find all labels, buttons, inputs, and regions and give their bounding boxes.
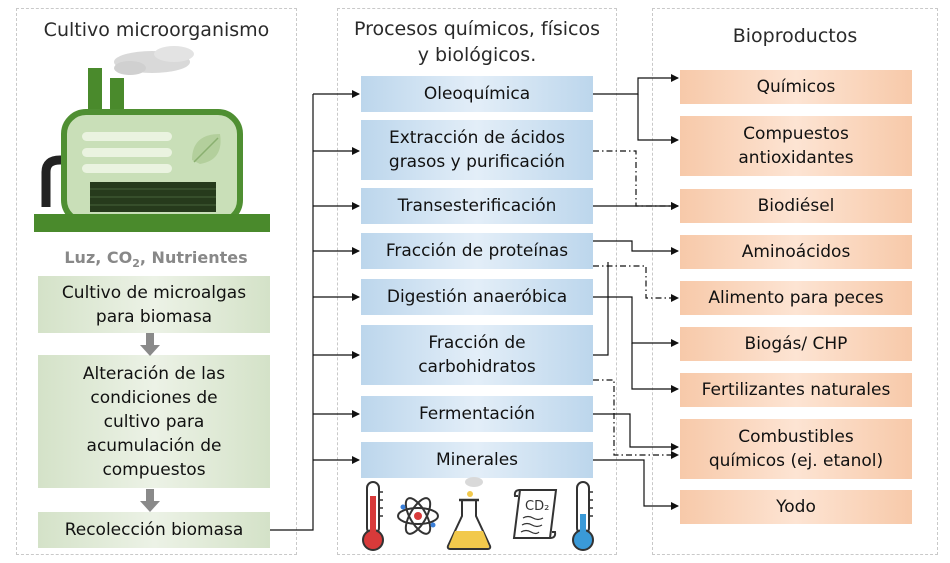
- harvest-to-processes-connector: [270, 90, 360, 531]
- product-chemicals: Químicos: [680, 70, 912, 104]
- process-text: Fermentación: [418, 404, 536, 424]
- step-text: Cultivo de microalgas: [61, 282, 247, 303]
- product-text: Yodo: [776, 497, 816, 517]
- step-text: Alteración de las: [82, 363, 226, 384]
- process-text: Fracción de proteínas: [385, 241, 569, 261]
- process-fermentation: Fermentación: [361, 396, 593, 432]
- process-fatty-acid-extraction: Extracción de ácidos grasos y purificaci…: [361, 120, 593, 180]
- process-anaerobic-digestion: Digestión anaeróbica: [361, 279, 593, 315]
- factory-icon: [34, 42, 274, 237]
- process-text: Digestión anaeróbica: [386, 287, 568, 307]
- product-iodine: Yodo: [680, 490, 912, 524]
- product-text: Biogás/ CHP: [744, 334, 848, 354]
- thermometer-cold-icon: [568, 480, 598, 554]
- inputs-light-co2: Luz, CO: [64, 248, 133, 267]
- step-text: condiciones de: [90, 387, 218, 408]
- process-protein-fraction: Fracción de proteínas: [361, 233, 593, 269]
- inputs-label: Luz, CO2, Nutrientes: [38, 248, 274, 270]
- product-text: Químicos: [756, 77, 836, 97]
- atom-icon: [396, 490, 440, 542]
- product-natural-fertilizers: Fertilizantes naturales: [680, 373, 912, 407]
- process-text: Extracción de ácidos: [388, 128, 566, 148]
- product-text: antioxidantes: [738, 148, 854, 168]
- product-text: Aminoácidos: [741, 242, 851, 262]
- product-amino-acids: Aminoácidos: [680, 235, 912, 269]
- processes-panel-title-line2: y biológicos.: [417, 44, 537, 66]
- process-text: carbohidratos: [418, 357, 536, 377]
- process-carbohydrate-fraction: Fracción de carbohidratos: [361, 325, 593, 385]
- product-text: Biodiésel: [757, 196, 835, 216]
- product-text: Fertilizantes naturales: [701, 380, 891, 400]
- co2-subscript: 2: [132, 257, 140, 271]
- product-fish-feed: Alimento para peces: [680, 281, 912, 315]
- step-biomass-harvest: Recolección biomasa: [38, 512, 270, 548]
- step-text: acumulación de: [86, 435, 222, 456]
- cultivation-panel-title: Cultivo microorganismo: [43, 19, 270, 41]
- product-text: Alimento para peces: [708, 288, 884, 308]
- process-text: Transesterificación: [397, 196, 557, 216]
- product-text: Compuestos: [743, 124, 849, 144]
- product-antioxidants: Compuestos antioxidantes: [680, 116, 912, 176]
- process-text: Fracción de: [428, 333, 526, 353]
- inputs-nutrients: , Nutrientes: [139, 248, 248, 267]
- process-text: grasos y purificación: [388, 152, 566, 172]
- step-arrows: [140, 333, 160, 512]
- process-text: Oleoquímica: [423, 84, 531, 104]
- product-biogas-chp: Biogás/ CHP: [680, 327, 912, 361]
- processes-panel-title-line1: Procesos químicos, físicos: [353, 18, 601, 40]
- step-text: cultivo para: [103, 411, 205, 432]
- step-text: Recolección biomasa: [64, 520, 244, 540]
- product-biodiesel: Biodiésel: [680, 189, 912, 223]
- process-to-product-connectors: [593, 74, 679, 510]
- product-chemical-fuels: Combustibles químicos (ej. etanol): [680, 419, 912, 479]
- step-condition-alteration: Alteración de las condiciones de cultivo…: [38, 355, 270, 488]
- step-text: para biomasa: [95, 306, 213, 327]
- process-text: Minerales: [435, 450, 519, 470]
- product-text: químicos (ej. etanol): [708, 451, 884, 471]
- bioproducts-panel-title: Bioproductos: [732, 25, 858, 47]
- scroll-co2-icon: CD₂: [506, 484, 566, 544]
- step-microalgae-culture: Cultivo de microalgas para biomasa: [38, 276, 270, 333]
- product-text: Combustibles: [738, 427, 854, 447]
- process-oleochemistry: Oleoquímica: [361, 76, 593, 112]
- step-text: compuestos: [102, 459, 206, 480]
- process-minerals: Minerales: [361, 442, 593, 478]
- scroll-co2-label: CD₂: [525, 499, 549, 514]
- flask-icon: [444, 476, 494, 552]
- process-transesterification: Transesterificación: [361, 188, 593, 224]
- thermometer-hot-icon: [358, 480, 388, 554]
